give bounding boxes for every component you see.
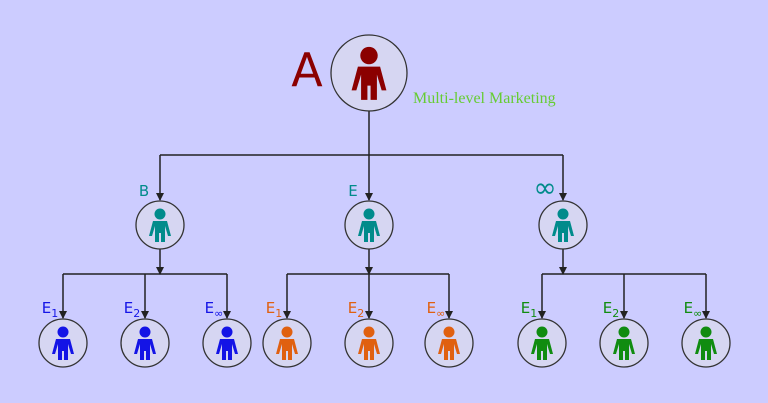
- level2-node: [424, 318, 474, 368]
- level2-node: [202, 318, 252, 368]
- person-head: [536, 326, 548, 338]
- level2-node: [599, 318, 649, 368]
- child-label: E∞: [427, 299, 446, 320]
- person-body: [552, 221, 574, 242]
- person-head: [281, 326, 293, 338]
- child-label: E∞: [205, 299, 224, 320]
- person-icon: [695, 326, 717, 360]
- person-body: [216, 339, 238, 360]
- person-body: [438, 339, 460, 360]
- person-head: [618, 326, 630, 338]
- connector-lines: [59, 111, 710, 319]
- person-head: [700, 326, 712, 338]
- child-label: E2: [348, 299, 364, 320]
- child-label: E2: [603, 299, 619, 320]
- label-subscript: 2: [133, 307, 140, 320]
- person-body: [358, 339, 380, 360]
- level1-label: ∞: [533, 171, 556, 204]
- person-icon: [438, 326, 460, 360]
- person-icon: [358, 326, 380, 360]
- label-subscript: ∞: [693, 307, 702, 320]
- person-head: [57, 326, 69, 338]
- person-body: [276, 339, 298, 360]
- label-subscript: 1: [275, 307, 282, 320]
- person-icon: [613, 326, 635, 360]
- person-icon: [52, 326, 74, 360]
- child-label: E1: [521, 299, 537, 320]
- root-node: [330, 34, 408, 112]
- person-body: [134, 339, 156, 360]
- label-base: E: [266, 299, 275, 317]
- level1-label: B: [139, 182, 149, 200]
- person-head: [557, 208, 569, 220]
- diagram-caption: Multi-level Marketing: [413, 90, 556, 107]
- label-base: E: [205, 299, 214, 317]
- person-head: [139, 326, 151, 338]
- level2-node: [262, 318, 312, 368]
- label-base: E: [348, 299, 357, 317]
- person-head: [221, 326, 233, 338]
- person-body: [52, 339, 74, 360]
- level1-label: E: [348, 182, 357, 200]
- label-base: E: [684, 299, 693, 317]
- person-body: [358, 221, 380, 242]
- label-base: E: [42, 299, 51, 317]
- root-label: A: [291, 43, 323, 97]
- label-subscript: 1: [530, 307, 537, 320]
- level2-node: [120, 318, 170, 368]
- person-head: [363, 208, 375, 220]
- level2-node: [681, 318, 731, 368]
- person-icon: [276, 326, 298, 360]
- person-nodes: [38, 34, 731, 368]
- label-base: E: [124, 299, 133, 317]
- label-subscript: 1: [51, 307, 58, 320]
- person-body: [695, 339, 717, 360]
- level1-node: [538, 200, 588, 250]
- label-subscript: 2: [357, 307, 364, 320]
- label-base: E: [603, 299, 612, 317]
- child-label: E1: [266, 299, 282, 320]
- label-base: E: [521, 299, 530, 317]
- person-body: [351, 66, 387, 100]
- person-icon: [531, 326, 553, 360]
- label-subscript: ∞: [214, 307, 223, 320]
- child-label: E1: [42, 299, 58, 320]
- person-body: [531, 339, 553, 360]
- person-head: [360, 46, 378, 65]
- level2-node: [517, 318, 567, 368]
- person-head: [363, 326, 375, 338]
- level2-node: [38, 318, 88, 368]
- person-icon: [552, 208, 574, 242]
- label-subscript: 2: [612, 307, 619, 320]
- person-icon: [149, 208, 171, 242]
- person-icon: [358, 208, 380, 242]
- level1-node: [344, 200, 394, 250]
- level2-node: [344, 318, 394, 368]
- person-icon: [351, 46, 387, 100]
- person-head: [443, 326, 455, 338]
- person-body: [149, 221, 171, 242]
- person-head: [154, 208, 166, 220]
- person-icon: [134, 326, 156, 360]
- label-base: E: [427, 299, 436, 317]
- person-icon: [216, 326, 238, 360]
- person-body: [613, 339, 635, 360]
- level1-node: [135, 200, 185, 250]
- child-label: E∞: [684, 299, 703, 320]
- child-label: E2: [124, 299, 140, 320]
- label-subscript: ∞: [436, 307, 445, 320]
